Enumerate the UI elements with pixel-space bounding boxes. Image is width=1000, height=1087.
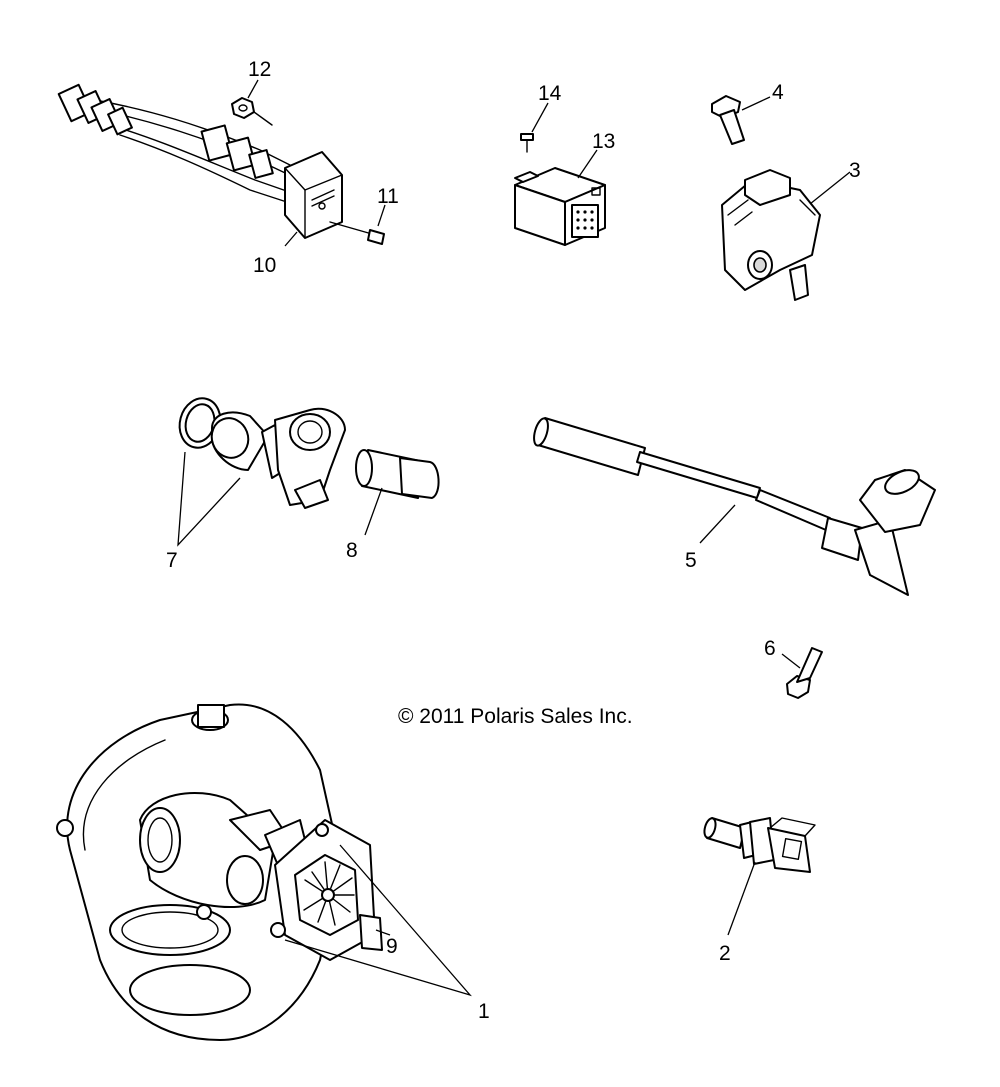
- tps-rib-pattern: [303, 861, 355, 926]
- callout-13: 13: [592, 130, 615, 153]
- leader-7: [177, 451, 241, 547]
- leader-11: [377, 204, 386, 227]
- part-8-sleeve: [355, 449, 440, 499]
- leader-13: [577, 149, 598, 179]
- part-2-temp-sensor: [703, 817, 816, 873]
- leader-12: [247, 79, 259, 99]
- leader-3: [809, 171, 851, 205]
- part-6-bolt: [786, 647, 823, 699]
- callout-7: 7: [166, 549, 178, 572]
- callout-12: 12: [248, 58, 271, 81]
- leader-8: [364, 487, 383, 536]
- callout-9: 9: [386, 935, 398, 958]
- part-3-map-sensor: [721, 169, 821, 301]
- part-7-sensor: [210, 407, 346, 509]
- callout-5: 5: [685, 549, 697, 572]
- callout-1: 1: [478, 1000, 490, 1023]
- leader-2: [727, 861, 756, 936]
- leader-1: [284, 844, 472, 997]
- part-4-bolt: [711, 95, 745, 145]
- copyright-notice: © 2011 Polaris Sales Inc.: [398, 705, 633, 728]
- leader-10: [284, 231, 298, 247]
- part-12-nut: [231, 97, 273, 126]
- leader-6: [781, 653, 801, 669]
- callout-8: 8: [346, 539, 358, 562]
- callout-14: 14: [538, 82, 562, 105]
- part-10-wiring-harness: [57, 83, 343, 239]
- callout-4: 4: [772, 81, 784, 104]
- leader-5: [699, 504, 736, 544]
- part-5-speed-sensor: [533, 417, 936, 596]
- callout-10: 10: [253, 254, 276, 277]
- connector-pin-grid: [576, 210, 594, 230]
- callout-6: 6: [764, 637, 776, 660]
- part-11-bolt: [329, 221, 385, 245]
- callout-11: 11: [377, 185, 399, 208]
- leader-4: [741, 96, 771, 111]
- leader-9: [375, 929, 391, 936]
- callout-2: 2: [719, 942, 731, 965]
- leader-14: [531, 102, 549, 133]
- part-1-throttle-body: [56, 703, 383, 1041]
- part-13-relay: [514, 167, 606, 246]
- callout-3: 3: [849, 159, 861, 182]
- part-14-screw: [520, 133, 534, 153]
